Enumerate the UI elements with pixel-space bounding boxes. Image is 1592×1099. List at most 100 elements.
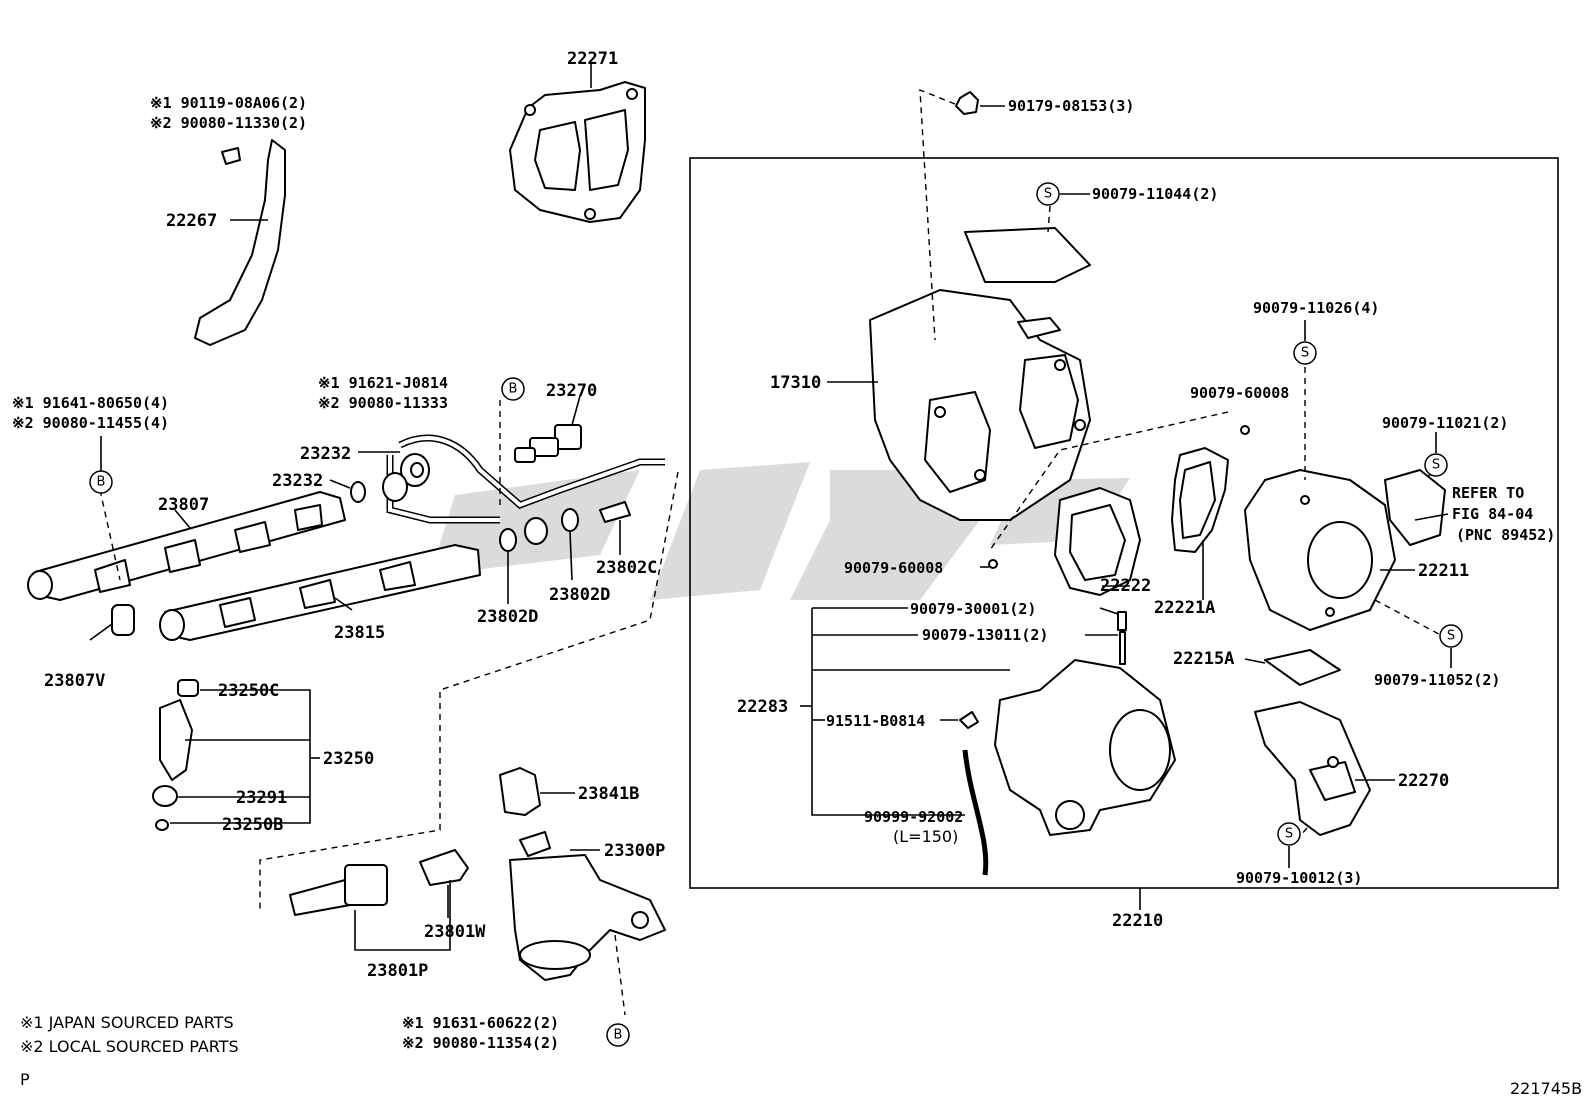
dashed-guide-60008	[989, 411, 1229, 551]
label-23232-b: 23232	[272, 471, 323, 491]
label-22211: 22211	[1418, 561, 1469, 581]
fuel-delivery-pipe-23807	[27, 491, 346, 601]
dashed-guide-nut	[919, 88, 956, 341]
svg-text:S: S	[1301, 346, 1309, 361]
leader-23802D-a	[569, 531, 573, 581]
svg-text:S: S	[1044, 187, 1052, 202]
label-22215A: 22215A	[1173, 649, 1234, 669]
grommet-23841B	[499, 767, 541, 816]
gasket-22222	[1054, 487, 1141, 596]
gasket-22271	[509, 81, 646, 223]
label-23841B: 23841B	[578, 784, 639, 804]
leader-30001-b	[1099, 607, 1119, 615]
leader-23270	[571, 395, 581, 426]
svg-text:S: S	[1432, 458, 1440, 473]
callout-b-3: B	[606, 1023, 630, 1047]
label-90079-10012: 90079-10012(3)	[1236, 869, 1362, 887]
gasket-22215A	[1264, 649, 1341, 686]
label-23232-a: 23232	[300, 444, 351, 464]
label-23250B: 23250B	[222, 815, 283, 835]
note-local-sourced: ※2 LOCAL SOURCED PARTS	[20, 1037, 239, 1056]
label-23802D-a: 23802D	[549, 585, 610, 605]
dashed-guide-b3	[614, 934, 626, 1016]
label-90080-11330: ※2 90080-11330(2)	[150, 114, 307, 132]
label-23807: 23807	[158, 495, 209, 515]
leader-23807V	[89, 623, 113, 641]
callout-s-3: S	[1424, 453, 1448, 477]
intake-chamber-17310	[869, 227, 1091, 521]
label-90179-08153: 90179-08153(3)	[1008, 97, 1134, 115]
label-90079-11052: 90079-11052(2)	[1374, 671, 1500, 689]
label-23300P: 23300P	[604, 841, 665, 861]
corner-mark: P	[20, 1070, 30, 1089]
label-length: (L=150)	[893, 827, 958, 846]
label-23807V: 23807V	[44, 671, 105, 691]
hose-connector-23801P	[289, 864, 388, 916]
refer-line-1: REFER TO	[1452, 484, 1524, 502]
label-90079-60008-a: 90079-60008	[1190, 384, 1289, 402]
label-90999-92002: 90999-92002	[864, 808, 963, 826]
pressure-regulator-23300P	[509, 831, 666, 981]
label-23802C: 23802C	[596, 558, 657, 578]
bracket-22267	[194, 139, 286, 346]
dashed-guide-11052	[1374, 599, 1451, 641]
label-91621-J0814: ※1 91621-J0814	[318, 374, 448, 392]
callout-b-2: B	[501, 377, 525, 401]
note-japan-sourced: ※1 JAPAN SOURCED PARTS	[20, 1013, 234, 1032]
label-22283: 22283	[737, 697, 788, 717]
diagram-id: 221745B	[1510, 1079, 1582, 1098]
label-22222: 22222	[1100, 576, 1151, 596]
fuel-pipe-23232	[350, 434, 665, 552]
label-23250C: 23250C	[218, 681, 279, 701]
clip-23801W	[419, 849, 469, 886]
label-90079-60008-b: 90079-60008	[844, 559, 943, 577]
label-91511-B0814: 91511-B0814	[826, 712, 925, 730]
label-90079-11044: 90079-11044(2)	[1092, 185, 1218, 203]
svg-text:S: S	[1447, 629, 1455, 644]
refer-line-2: FIG 84-04	[1452, 505, 1533, 523]
throttle-body-22283	[959, 611, 1176, 876]
label-90080-11333: ※2 90080-11333	[318, 394, 448, 412]
label-22210: 22210	[1112, 911, 1163, 931]
o-ring-90079-60008-a	[1240, 425, 1250, 435]
callout-s-1: S	[1036, 182, 1060, 206]
label-22270: 22270	[1398, 771, 1449, 791]
label-23250: 23250	[323, 749, 374, 769]
callout-s-2: S	[1293, 341, 1317, 365]
o-ring-90079-60008-b	[988, 559, 998, 569]
leader-23801P	[354, 880, 451, 951]
label-91641-80650: ※1 91641-80650(4)	[12, 394, 169, 412]
label-23815: 23815	[334, 623, 385, 643]
label-91631-60622: ※1 91631-60622(2)	[402, 1014, 559, 1032]
label-90079-30001: 90079-30001(2)	[910, 600, 1036, 618]
svg-text:B: B	[97, 475, 106, 490]
throttle-body-assembly-box	[689, 157, 1559, 889]
label-90080-11455: ※2 90080-11455(4)	[12, 414, 169, 432]
leader-23815	[334, 597, 353, 611]
dashed-guide-left	[259, 471, 679, 912]
svg-text:B: B	[614, 1028, 623, 1043]
label-17310: 17310	[770, 373, 821, 393]
fuel-injector-23250	[152, 679, 199, 831]
callout-s-4: S	[1439, 624, 1463, 648]
leader-refer	[1414, 513, 1449, 521]
refer-line-3: (PNC 89452)	[1456, 526, 1555, 544]
leader-22283-group	[811, 608, 965, 816]
label-90119-08A06: ※1 90119-08A06(2)	[150, 94, 307, 112]
label-90079-13011: 90079-13011(2)	[922, 626, 1048, 644]
label-23801P: 23801P	[367, 961, 428, 981]
label-90079-11026: 90079-11026(4)	[1253, 299, 1379, 317]
cap-23807V	[111, 604, 135, 636]
leader-23807	[174, 509, 191, 529]
fuel-delivery-pipe-23815	[159, 544, 481, 641]
callout-b-1: B	[89, 470, 113, 494]
throttle-body-22211	[1244, 469, 1446, 631]
nut-90179-08153	[955, 91, 979, 115]
label-90079-11021: 90079-11021(2)	[1382, 414, 1508, 432]
svg-text:S: S	[1285, 827, 1293, 842]
label-22221A: 22221A	[1154, 598, 1215, 618]
label-23291: 23291	[236, 788, 287, 808]
label-23270: 23270	[546, 381, 597, 401]
